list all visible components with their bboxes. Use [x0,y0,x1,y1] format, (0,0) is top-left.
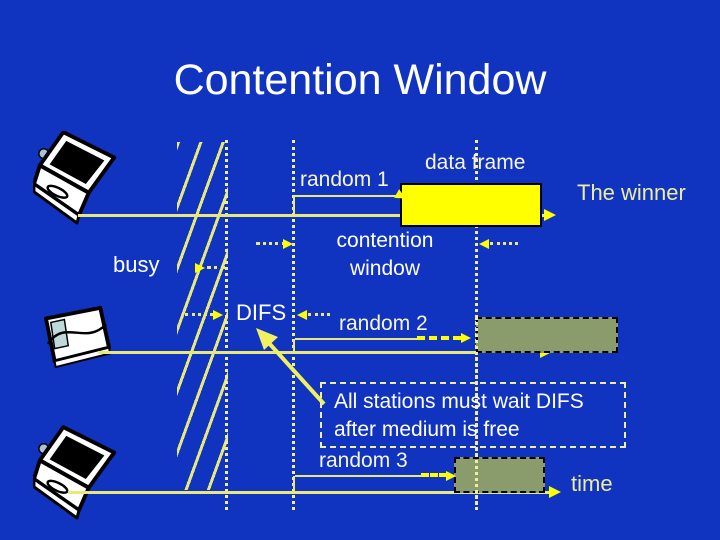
backoff-box-station2 [476,317,618,353]
guide-line-busy-end [225,140,228,510]
random3-arrow-line [295,475,421,477]
time-axis-label: time [571,471,613,496]
difs-label: DIFS [236,300,287,325]
cw-right-boundary-arrow-tail [490,242,518,245]
contention-window-label: contention window [322,227,448,283]
timeline-station1 [78,214,544,217]
random3-connector [293,476,295,492]
random1-connector [293,196,295,215]
printer-icon [44,305,112,369]
guide-line-cw-end-overlay [475,317,478,510]
guide-line-difs-end [292,140,295,510]
data-frame-box [400,183,542,227]
contention-window-label-line2: window [349,257,421,280]
timeline-station3-arrowhead [549,486,561,498]
data-frame-label: data frame [425,151,526,174]
callout-text-line1: All stations must wait DIFS [334,390,584,413]
cw-left-boundary-arrowhead [283,239,293,249]
difs-end-arrowhead [297,310,307,320]
busy-arrow-tail [207,266,225,269]
contention-window-label-line1: contention [336,229,434,252]
busy-label: busy [113,252,160,277]
random3-arrow-dashed [421,473,447,477]
callout-box: All stations must wait DIFS after medium… [320,382,626,448]
laptop-icon [33,425,117,520]
random2-arrowhead [461,333,471,343]
random3-label: random 3 [319,449,408,472]
callout-arrow [256,328,326,406]
laptop-icon [33,131,117,225]
difs-start-arrow-tail [185,313,213,316]
the-winner-label: The winner [577,180,686,205]
random2-arrow-line [295,338,417,340]
difs-start-arrowhead [213,310,223,320]
random3-arrowhead [446,471,456,481]
random1-arrow-line [295,195,399,197]
cw-right-boundary-arrowhead [479,239,489,249]
random2-connector [293,339,295,352]
timeline-station2 [98,351,477,354]
callout-text-line2: after medium is free [334,418,520,441]
random2-label: random 2 [339,312,428,335]
page-title: Contention Window [173,56,547,104]
backoff-box-station3 [454,457,545,493]
random1-label: random 1 [300,168,389,191]
busy-arrowhead [195,263,205,273]
cw-left-boundary-arrow-tail [256,242,286,245]
timeline-station1-arrowhead [544,209,556,221]
difs-end-arrow-tail [308,313,330,316]
timeline-station3 [68,491,550,494]
random2-arrow-dashed [417,336,461,340]
